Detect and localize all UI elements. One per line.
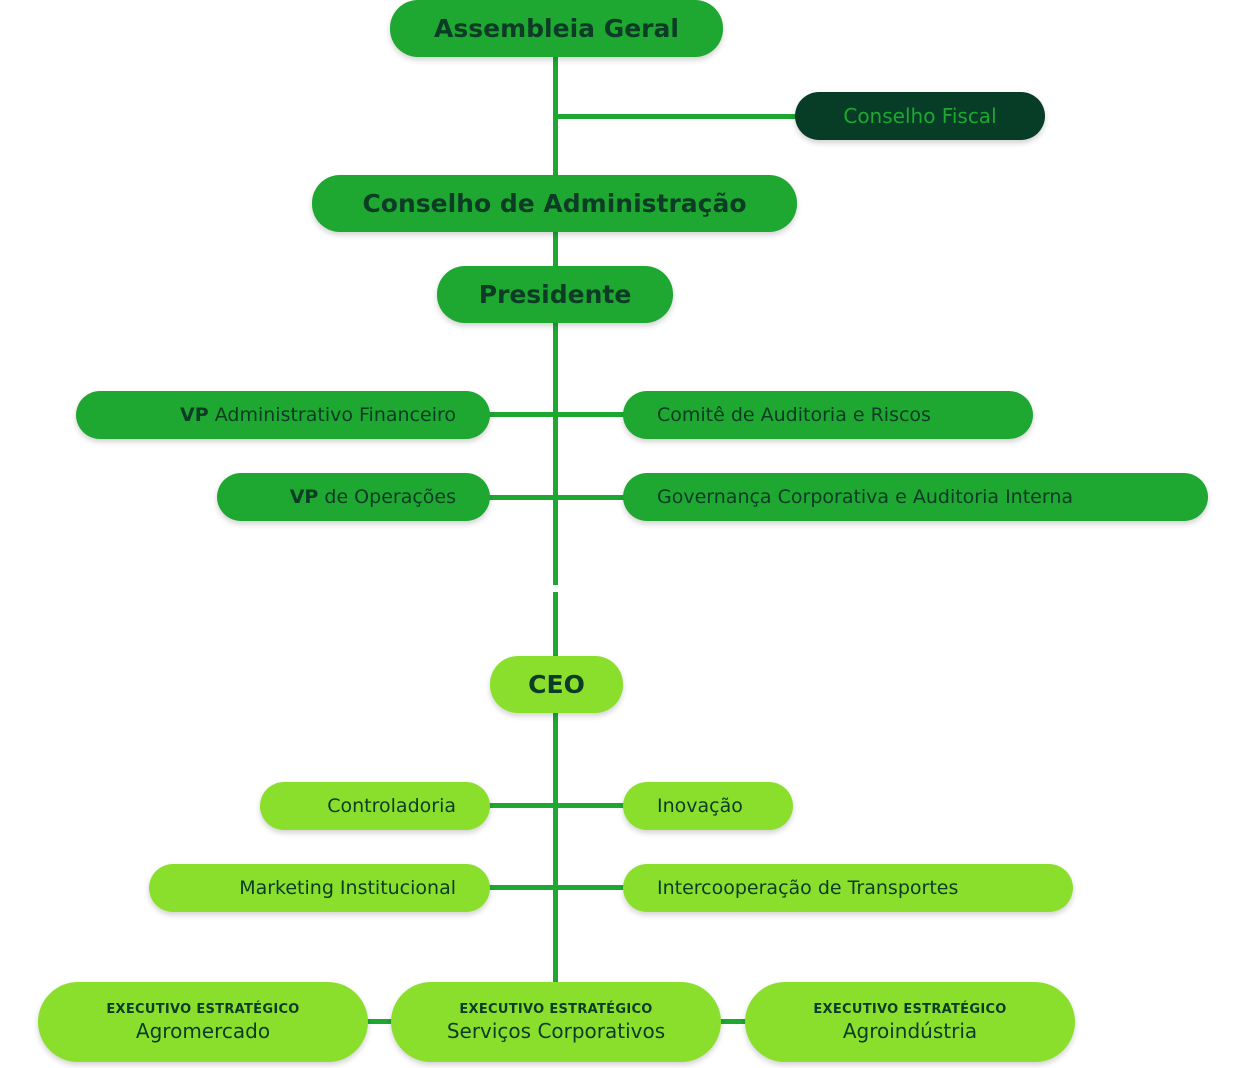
audit-committee-label: Comitê de Auditoria e Riscos xyxy=(657,404,931,426)
exec-corporate-services-label: Serviços Corporativos xyxy=(446,1018,666,1043)
transport-label: Intercooperação de Transportes xyxy=(657,877,959,899)
fiscal-council-label: Conselho Fiscal xyxy=(843,104,997,128)
ceo-label: CEO xyxy=(528,670,585,699)
board-label: Conselho de Administração xyxy=(362,189,747,218)
fiscal-council-node[interactable]: Conselho Fiscal xyxy=(795,92,1045,140)
exec-agromarket-label: Agromercado xyxy=(135,1018,271,1043)
corporate-governance-label: Governança Corporativa e Auditoria Inter… xyxy=(657,486,1074,508)
vp-operations-label: VP de Operações xyxy=(290,486,456,508)
controlling-label: Controladoria xyxy=(327,795,456,817)
vp-operations-connector xyxy=(488,495,625,500)
fiscal-council-connector xyxy=(558,114,798,119)
marketing-node[interactable]: Marketing Institucional xyxy=(149,864,490,912)
exec-caption: EXECUTIVO ESTRATÉGICO xyxy=(459,1001,653,1017)
vp-operations-title: de Operações xyxy=(324,486,456,508)
president-label: Presidente xyxy=(478,280,632,309)
exec-agroindustry-label: Agroindústria xyxy=(842,1018,978,1043)
innovation-node[interactable]: Inovação xyxy=(623,782,793,830)
controlling-connector xyxy=(488,803,625,808)
vp-finance-title: Administrativo Financeiro xyxy=(214,404,456,426)
exec-agroindustry-node[interactable]: EXECUTIVO ESTRATÉGICO Agroindústria xyxy=(745,982,1075,1062)
exec-caption: EXECUTIVO ESTRATÉGICO xyxy=(813,1001,1007,1017)
vp-prefix: VP xyxy=(180,404,209,426)
vp-operations-node[interactable]: VP de Operações xyxy=(217,473,490,521)
innovation-label: Inovação xyxy=(657,795,743,817)
vp-finance-node[interactable]: VP Administrativo Financeiro xyxy=(76,391,490,439)
board-node[interactable]: Conselho de Administração xyxy=(312,175,797,232)
vp-finance-connector xyxy=(488,412,625,417)
ceo-node[interactable]: CEO xyxy=(490,656,623,713)
president-node[interactable]: Presidente xyxy=(437,266,673,323)
transport-node[interactable]: Intercooperação de Transportes xyxy=(623,864,1073,912)
assembly-label: Assembleia Geral xyxy=(434,14,679,43)
corporate-governance-node[interactable]: Governança Corporativa e Auditoria Inter… xyxy=(623,473,1208,521)
vp-prefix: VP xyxy=(289,486,319,508)
exec-corporate-services-node[interactable]: EXECUTIVO ESTRATÉGICO Serviços Corporati… xyxy=(391,982,721,1062)
trunk-line-bottom xyxy=(553,592,558,984)
exec-agromarket-node[interactable]: EXECUTIVO ESTRATÉGICO Agromercado xyxy=(38,982,368,1062)
audit-committee-node[interactable]: Comitê de Auditoria e Riscos xyxy=(623,391,1033,439)
marketing-label: Marketing Institucional xyxy=(239,877,456,899)
controlling-node[interactable]: Controladoria xyxy=(260,782,490,830)
exec-caption: EXECUTIVO ESTRATÉGICO xyxy=(106,1001,300,1017)
vp-finance-label: VP Administrativo Financeiro xyxy=(180,404,456,426)
assembly-node[interactable]: Assembleia Geral xyxy=(390,0,723,57)
marketing-connector xyxy=(488,885,625,890)
